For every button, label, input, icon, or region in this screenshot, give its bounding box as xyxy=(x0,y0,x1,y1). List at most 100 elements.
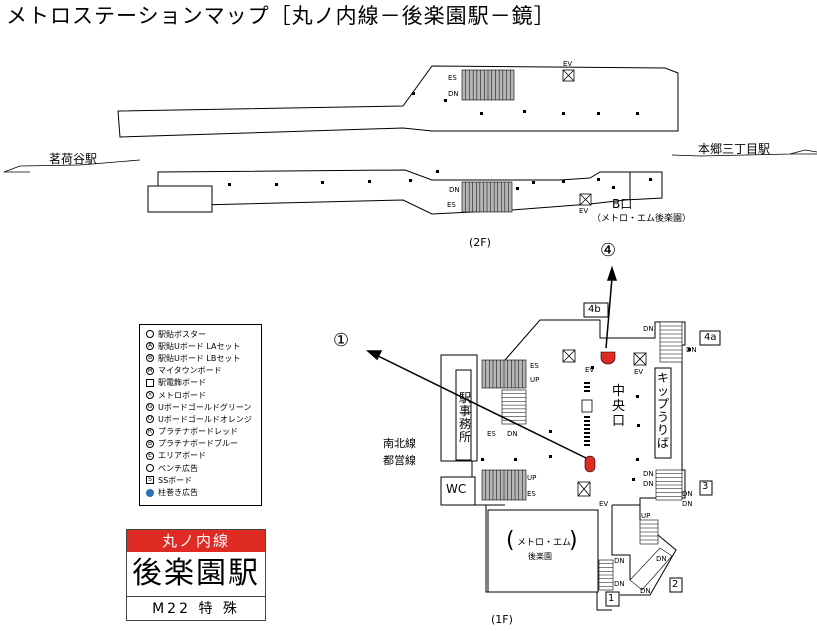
label-es-1f-c: ES xyxy=(487,430,496,438)
station-left: 茗荷谷駅 xyxy=(49,152,98,166)
label-ev-1f-b: EV xyxy=(634,368,644,376)
metro-m-sub: 後楽園 xyxy=(528,552,552,561)
ev-box-2f-top xyxy=(562,69,575,82)
legend-label: プラチナボードレッド xyxy=(158,427,238,437)
legend-row: S SSボード xyxy=(146,474,261,486)
legend-label: メトロボード xyxy=(158,390,206,400)
label-ev-2f-bottom: EV xyxy=(579,207,589,215)
ticket-gates xyxy=(584,382,590,446)
legend-label: Uボードゴールドオレンジ xyxy=(158,414,252,424)
label-dn-2b: DN xyxy=(640,587,651,595)
marker-1: ① xyxy=(333,330,350,351)
red-marker-1 xyxy=(584,455,596,473)
exit-2-label: 2 xyxy=(672,579,679,590)
label-ev-1f-a: EV xyxy=(585,366,595,374)
label-dn-1a: DN xyxy=(614,557,625,565)
legend-label: SSボード xyxy=(158,475,193,485)
exit-b-label: B口 xyxy=(612,197,633,211)
paren-open: ( xyxy=(506,528,515,553)
legend-row: 柱巻き広告 xyxy=(146,486,261,498)
label-dn-2a: DN xyxy=(656,555,667,563)
legend-row: ベンチ広告 xyxy=(146,462,261,474)
label-up-2: UP xyxy=(641,512,651,520)
legend-row: G Uボードゴールドグリーン xyxy=(146,401,261,413)
track-left xyxy=(3,159,141,173)
exit-b-sub: （メトロ・エム後楽園） xyxy=(592,214,692,224)
upper-platform-bottom xyxy=(147,169,663,215)
legend-symbol-icon xyxy=(146,488,154,497)
legend-label: 柱巻き広告 xyxy=(158,488,198,498)
label-ev-1f-c: EV xyxy=(599,500,609,508)
pillars-1f xyxy=(481,348,691,481)
legend-label: エリアボード xyxy=(158,451,206,461)
sign-line-name: 丸ノ内線 xyxy=(127,530,265,552)
legend-symbol-icon xyxy=(146,464,154,473)
marker-4: ④ xyxy=(600,240,617,261)
ev-box-2f-bottom xyxy=(579,193,592,206)
legend-symbol-icon: G xyxy=(146,403,154,412)
gate-booth xyxy=(581,399,593,413)
arrow-to-exit-1 xyxy=(366,350,587,459)
legend-symbol-icon xyxy=(146,330,154,339)
label-dn-4a: DN xyxy=(643,325,654,333)
upper-platform-top xyxy=(117,65,679,138)
ticket-counter-label: キップうりば xyxy=(657,371,670,450)
exit-4a-label: 4a xyxy=(704,332,717,343)
label-dn-3c: DN xyxy=(682,490,693,498)
legend-symbol-icon: M xyxy=(146,366,154,375)
concourse-outline xyxy=(440,302,721,611)
label-dn-3d: DN xyxy=(682,500,693,508)
legend-symbol-icon: O xyxy=(146,415,154,424)
legend-row: × メトロボード xyxy=(146,389,261,401)
legend-row: B プラチナボードブルー xyxy=(146,438,261,450)
page-title: メトロステーションマップ［丸ノ内線－後楽園駅－鏡］ xyxy=(6,4,556,28)
legend-label: ベンチ広告 xyxy=(158,463,198,473)
legend-label: 駅貼Uボード LBセット xyxy=(158,353,241,363)
station-right: 本郷三丁目駅 xyxy=(698,142,771,156)
label-es-2f-bottom: ES xyxy=(447,201,456,209)
floor-label-1f: (1F) xyxy=(491,613,513,626)
label-es-1f-b: ES xyxy=(527,490,536,498)
label-dn-3b: DN xyxy=(643,480,654,488)
sign-station-code: M22 特 殊 xyxy=(152,601,240,617)
legend-row: M マイタウンボード xyxy=(146,365,261,377)
legend-row: 駅電飾ボード xyxy=(146,377,261,389)
office-label: 駅事務所 xyxy=(459,391,472,444)
ev-boxes-1f xyxy=(562,349,647,497)
legend-label: プラチナボードブルー xyxy=(158,439,238,449)
legend-symbol-icon: B xyxy=(146,439,154,448)
label-up-1f-a: UP xyxy=(530,376,540,384)
legend-row: 駅貼ポスター xyxy=(146,328,261,340)
arrow-to-exit-4 xyxy=(605,265,618,349)
pillars-2f xyxy=(228,92,652,190)
paren-close: ) xyxy=(569,528,578,553)
legend-symbol-icon: × xyxy=(146,391,154,400)
label-dn-1b: DN xyxy=(614,580,625,588)
legend-label: 駅貼ポスター xyxy=(158,329,206,339)
label-es-2f-top: ES xyxy=(448,74,457,82)
label-dn-4a-b: DN xyxy=(686,346,697,354)
exit-1-label: 1 xyxy=(608,593,615,604)
legend-symbol-icon xyxy=(146,378,154,387)
legend-symbol-icon: S xyxy=(146,476,154,485)
exit-4b-label: 4b xyxy=(588,304,601,315)
sign-station-name: 後楽園駅 xyxy=(127,552,265,597)
label-dn-3a: DN xyxy=(643,470,654,478)
station-sign: 丸ノ内線 後楽園駅 M22 特 殊 xyxy=(126,529,266,621)
wc-label: WC xyxy=(446,482,467,496)
legend-label: Uボードゴールドグリーン xyxy=(158,402,252,412)
label-ev-2f-top: EV xyxy=(563,60,573,68)
label-dn-2f-top: DN xyxy=(448,90,459,98)
transfer-line-1: 南北線 xyxy=(383,437,416,450)
legend-label: 駅貼Uボード LAセット xyxy=(158,341,241,351)
central-exit-label: 中央口 xyxy=(612,384,626,429)
label-dn-1f-c: DN xyxy=(507,430,518,438)
legend-row: A 駅貼Uボード LAセット xyxy=(146,340,261,352)
legend-label: マイタウンボード xyxy=(158,366,222,376)
legend-symbol-icon: R xyxy=(146,427,154,436)
legend-symbol-icon: A xyxy=(146,342,154,351)
exit-3-label: 3 xyxy=(702,481,709,492)
